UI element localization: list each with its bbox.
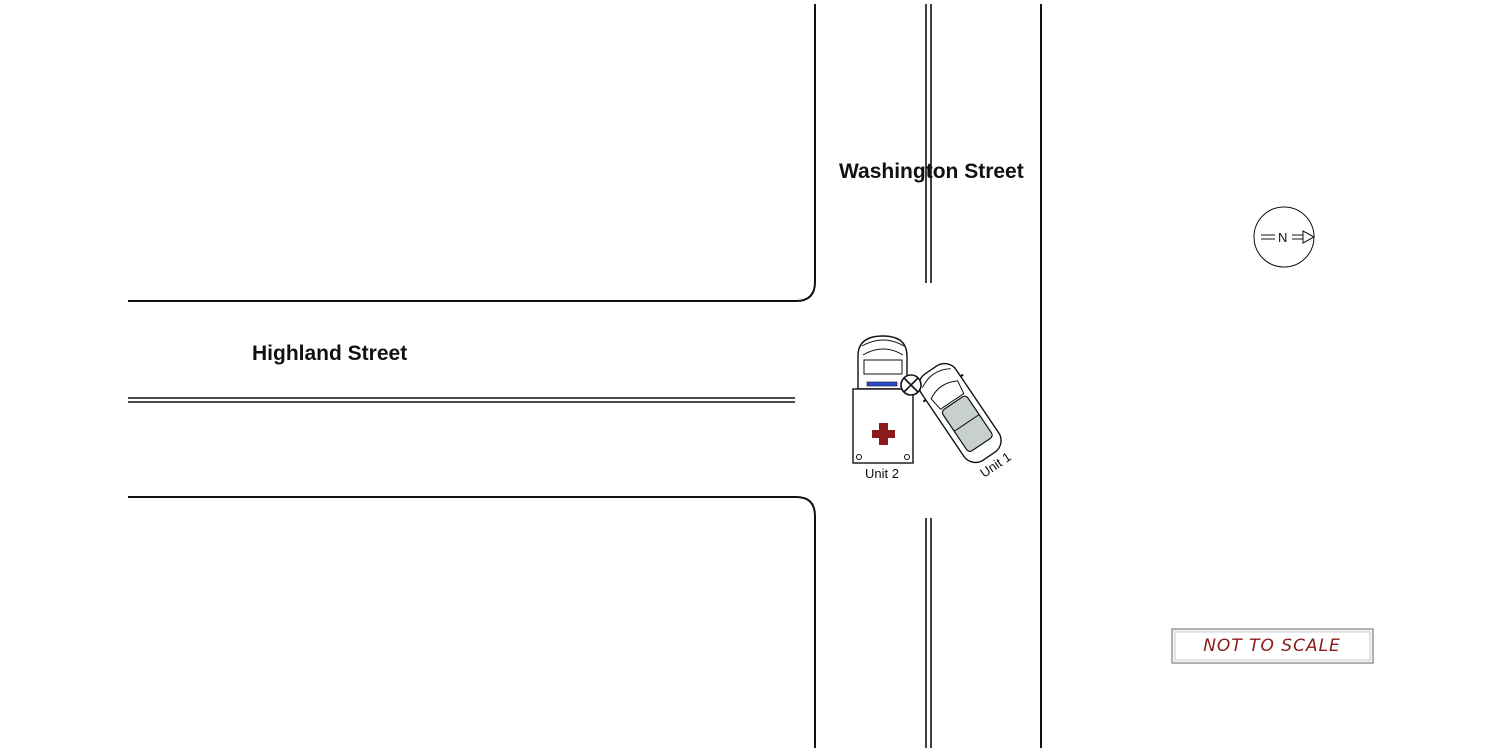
ambulance-lightbar — [866, 381, 898, 387]
red-cross-icon — [872, 423, 895, 445]
unit-2-ambulance — [852, 335, 914, 464]
car-roof-glass — [941, 395, 993, 452]
north-letter: N — [1278, 230, 1287, 245]
not-to-scale-text: NOT TO SCALE — [1203, 636, 1341, 656]
road-edges — [128, 4, 1042, 748]
not-to-scale-note: NOT TO SCALE — [1171, 628, 1374, 664]
unit-2-label: Unit 2 — [865, 466, 899, 481]
highland-street-label: Highland Street — [252, 342, 407, 365]
north-arrow-icon: N — [1253, 206, 1316, 268]
washington-west-curb-north — [128, 4, 816, 302]
unit-1-car — [918, 362, 1002, 464]
center-lines — [128, 4, 932, 748]
impact-point-icon — [900, 374, 922, 396]
washington-street-label: Washington Street — [839, 160, 1024, 183]
washington-west-curb-south — [128, 496, 816, 748]
